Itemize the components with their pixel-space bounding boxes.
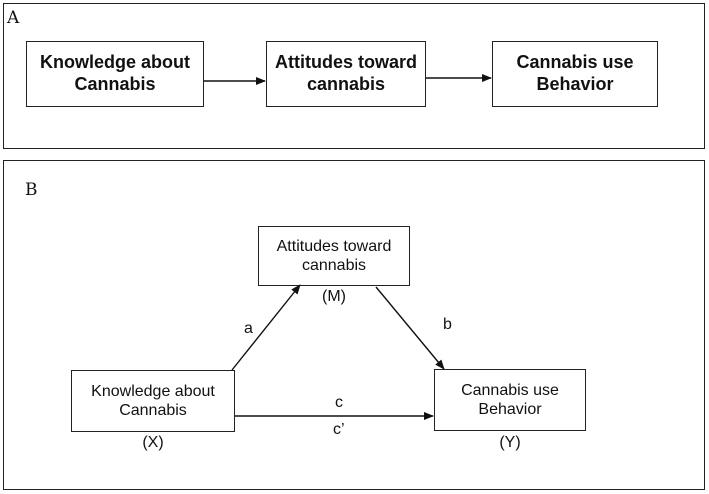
behavior-line2: Behavior [536,74,614,94]
behavior-box-a: Cannabis use Behavior [492,41,658,107]
panel-a-letter: A [7,8,20,28]
arrow-x-to-m [231,284,301,371]
panel-b-letter: B [25,180,38,200]
knowledge-b-line2: Cannabis [119,402,187,419]
attitudes-line1: Attitudes toward [275,52,417,73]
behavior-line1: Cannabis use [516,52,634,73]
knowledge-box-a: Knowledge about Cannabis [26,41,204,107]
behavior-b-line1: Cannabis use [461,381,559,399]
predictor-label: (X) [142,434,164,451]
behavior-box-b: Cannabis use Behavior [434,369,586,431]
outcome-label: (Y) [499,434,521,451]
knowledge-line1: Knowledge about [40,52,190,73]
attitudes-b-line2: cannabis [301,257,367,274]
attitudes-box-a: Attitudes toward cannabis [266,41,426,107]
attitudes-box-b: Attitudes toward cannabis [258,226,410,286]
path-b-label: b [443,316,452,333]
knowledge-b-line1: Knowledge about [91,382,215,400]
panel-b: B Attitudes toward cannabis (M) Knowledg… [3,160,705,490]
attitudes-line2: cannabis [306,74,386,94]
path-c-label: c [335,394,343,411]
panel-a-arrows [204,74,492,85]
attitudes-b-line1: Attitudes toward [276,237,392,255]
mediator-label: (M) [322,288,346,305]
panel-a: A Knowledge about Cannabis Attitudes tow… [3,3,705,149]
behavior-b-line2: Behavior [478,401,542,418]
arrow-m-to-y [375,286,445,370]
knowledge-box-b: Knowledge about Cannabis [71,370,235,432]
knowledge-line2: Cannabis [74,74,156,94]
path-c-prime-label: c’ [333,421,345,438]
panel-b-arrows [231,284,445,420]
path-a-label: a [244,320,253,337]
